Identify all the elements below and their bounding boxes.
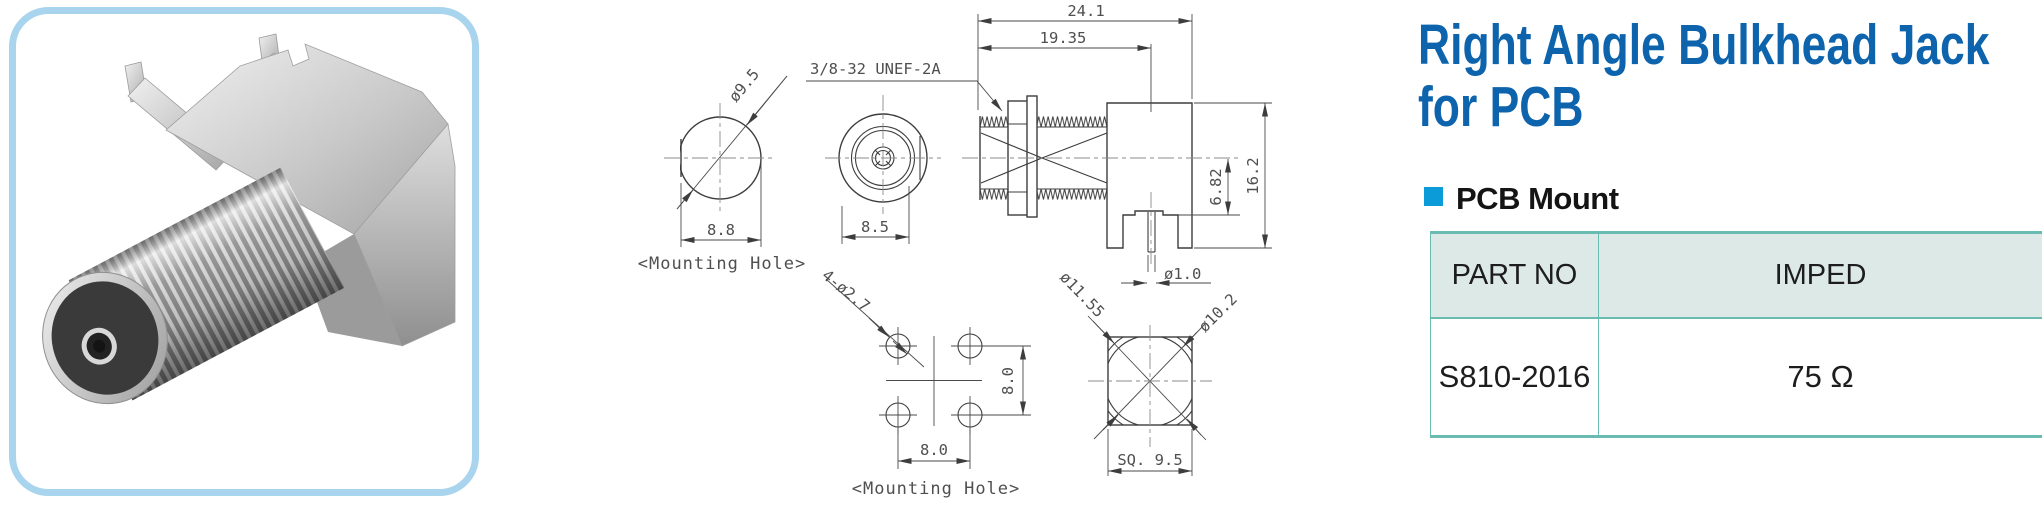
dim-19-35-label: 19.35: [1040, 29, 1087, 47]
dim-pitch-y-label: 8.0: [999, 367, 1017, 395]
connector-face: [42, 271, 168, 405]
thread-teeth: [980, 189, 1008, 200]
hub-tick: [874, 160, 881, 167]
view-side: 24.1 19.35 16.2 6.82 ø1.0: [962, 2, 1272, 286]
center-hole: [93, 339, 106, 353]
dim-24-1-label: 24.1: [1067, 2, 1104, 20]
view-front: 8.5 3/8-32 UNEF-2A: [806, 60, 1003, 244]
page-title: Right Angle Bulkhead Jack for PCB: [1418, 14, 2043, 138]
section-header: PCB Mount: [1424, 181, 1619, 217]
arrow: [676, 189, 694, 210]
cone-line: [1041, 157, 1108, 184]
thread-spec-label: 3/8-32 UNEF-2A: [810, 60, 941, 78]
table-header-row: PART NO IMPED: [1430, 231, 2042, 319]
arrow: [1102, 414, 1119, 431]
view-bottom-square: ø11.55 ø10.2 SQ. 9.5: [1056, 268, 1241, 476]
connector-photo: [9, 7, 479, 496]
holes-callout-label: 4-ø2.7: [818, 266, 873, 315]
mount-hole-caption: <Mounting Hole>: [638, 254, 807, 274]
cone-line: [980, 132, 1043, 159]
dim-pitch-x-label: 8.0: [920, 441, 948, 459]
imped-header: IMPED: [1598, 231, 2042, 319]
table-row: S810-2016 75 Ω: [1430, 318, 2042, 438]
cone-line: [1041, 132, 1108, 159]
thread-teeth: [1036, 189, 1107, 200]
spec-table: PART NO IMPED S810-2016 75 Ω: [1430, 231, 2042, 438]
dim-pin-dia-label: ø1.0: [1164, 265, 1201, 283]
bracket-side-face: [353, 123, 456, 347]
view-pcb-holes: 4-ø2.7 8.0 8.0 <Mounting Hole>: [818, 266, 1031, 499]
washer: [1026, 95, 1038, 218]
arrow: [868, 317, 890, 338]
page-title-line1: Right Angle Bulkhead Jack: [1418, 13, 1990, 77]
bullet-square-icon: [1424, 187, 1443, 206]
arrow: [1186, 418, 1202, 436]
dim-8-8-label: 8.8: [707, 221, 735, 239]
callout-leader: [825, 278, 925, 368]
arrow: [746, 75, 788, 126]
hub-tick: [885, 149, 892, 156]
imped-cell: 75 Ω: [1598, 318, 2042, 438]
arrow: [892, 340, 908, 355]
arrow: [1182, 331, 1198, 348]
dia-9-5-label: ø9.5: [725, 65, 763, 105]
cone-line: [980, 157, 1043, 184]
hub-tick: [874, 149, 881, 156]
arrow: [1092, 320, 1115, 344]
thread-callout-leader: [806, 80, 1003, 112]
dim-square-label: SQ. 9.5: [1117, 451, 1182, 469]
hub-tick: [885, 160, 892, 167]
thread-teeth: [1036, 116, 1107, 127]
part-no-cell: S810-2016: [1430, 318, 1599, 438]
page-title-line2: for PCB: [1418, 75, 1584, 139]
dia-10-2-label: ø10.2: [1195, 290, 1241, 336]
connector-body-illustration: [42, 33, 456, 405]
section-label: PCB Mount: [1456, 181, 1619, 216]
dia-11-55-label: ø11.55: [1056, 268, 1108, 321]
mount-hole-caption: <Mounting Hole>: [852, 479, 1021, 499]
part-table: PART NO IMPED S810-2016 75 Ω: [1430, 231, 2042, 438]
body-block: [1106, 102, 1193, 249]
part-no-header: PART NO: [1430, 231, 1599, 319]
dim-8-5-label: 8.5: [861, 218, 889, 236]
dim-6-82-label: 6.82: [1207, 168, 1225, 205]
product-photo-frame: [8, 6, 480, 498]
view-panel-mount-hole: ø9.5 8.8 <Mounting Hole>: [638, 65, 807, 274]
thread-teeth: [980, 116, 1008, 127]
dim-16-2-label: 16.2: [1244, 157, 1262, 194]
